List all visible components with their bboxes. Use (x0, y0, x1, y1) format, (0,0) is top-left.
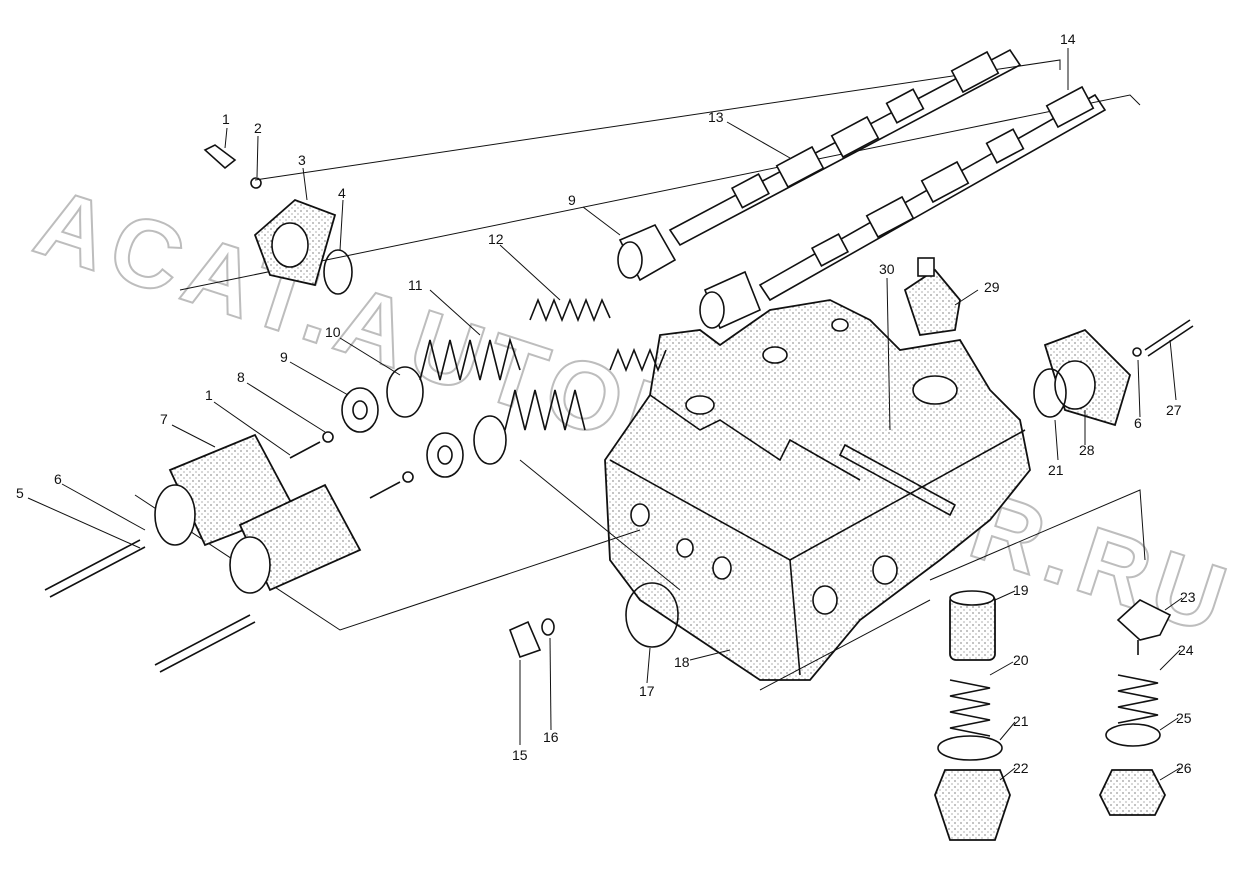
valve-body (604, 299, 1031, 681)
callout-28: 28 (1079, 442, 1095, 458)
callout-23: 23 (1180, 589, 1196, 605)
callout-18: 18 (674, 654, 690, 670)
spring-12 (529, 297, 611, 323)
callout-9-upper: 9 (568, 192, 576, 208)
callout-29: 29 (984, 279, 1000, 295)
callout-3: 3 (298, 152, 306, 168)
callout-21-bottom: 21 (1013, 713, 1029, 729)
callout-2: 2 (254, 120, 262, 136)
screw-lower (369, 481, 401, 499)
valve-29 (903, 257, 961, 336)
bolt-27 (1144, 319, 1194, 357)
o-ring-25 (1105, 723, 1161, 747)
o-ring-4 (323, 249, 353, 295)
callout-11: 11 (408, 277, 423, 293)
spring-right (609, 347, 667, 373)
callout-25: 25 (1176, 710, 1192, 726)
callout-10: 10 (325, 324, 341, 340)
callout-19: 19 (1013, 582, 1029, 598)
callout-21-right: 21 (1048, 462, 1064, 478)
callout-15: 15 (512, 747, 528, 763)
callout-17: 17 (639, 683, 655, 699)
plug-26 (1098, 769, 1167, 816)
callout-26: 26 (1176, 760, 1192, 776)
solenoid-lower (229, 483, 362, 594)
poppet-23 (1116, 599, 1172, 655)
callout-1-top: 1 (222, 111, 230, 127)
spring-11-lower (504, 389, 586, 431)
callout-16: 16 (543, 729, 559, 745)
callout-30: 30 (879, 261, 895, 277)
callout-12: 12 (488, 231, 504, 247)
callout-6-right: 6 (1134, 415, 1142, 431)
o-ring-10-upper (386, 366, 424, 418)
spool-lower (758, 85, 1107, 302)
plug-15 (508, 620, 542, 659)
callout-8: 8 (237, 369, 245, 385)
ring-16 (541, 618, 555, 636)
callout-4: 4 (338, 185, 346, 201)
bolt-1-top (203, 144, 237, 170)
washer-6-right (1132, 347, 1142, 357)
callout-1-left: 1 (205, 387, 213, 403)
screw-1 (289, 441, 321, 459)
cover-28 (1043, 328, 1132, 427)
callout-5: 5 (16, 485, 24, 501)
plug-9-upper (341, 387, 379, 433)
callout-13: 13 (708, 109, 724, 125)
rod-30 (838, 443, 957, 517)
piston-19 (949, 590, 996, 661)
spring-24 (1117, 674, 1159, 724)
callout-24: 24 (1178, 642, 1194, 658)
washer-2 (250, 177, 262, 189)
callout-leaders (27, 48, 1183, 781)
cover-3 (253, 198, 337, 287)
callout-22: 22 (1013, 760, 1029, 776)
long-bolt-lower (154, 614, 256, 673)
callout-7: 7 (160, 411, 168, 427)
callout-14: 14 (1060, 31, 1076, 47)
plug-22 (934, 769, 1011, 841)
washer-lower (402, 471, 414, 483)
spring-11-upper (419, 337, 521, 381)
spool-upper (668, 48, 1022, 247)
spring-20 (949, 679, 991, 737)
callout-6-left: 6 (54, 471, 62, 487)
o-ring-10-lower (473, 415, 507, 465)
callout-27: 27 (1166, 402, 1182, 418)
callout-20: 20 (1013, 652, 1029, 668)
sleeve-lower (699, 270, 762, 330)
callout-9-left: 9 (280, 349, 288, 365)
plug-9-lower (426, 432, 464, 478)
o-ring-21-right (1033, 368, 1067, 418)
sleeve-upper (617, 223, 677, 282)
o-ring-21-bottom (937, 735, 1003, 761)
o-ring-17 (625, 582, 679, 648)
washer-8 (322, 431, 334, 443)
long-bolt-5 (44, 539, 146, 598)
